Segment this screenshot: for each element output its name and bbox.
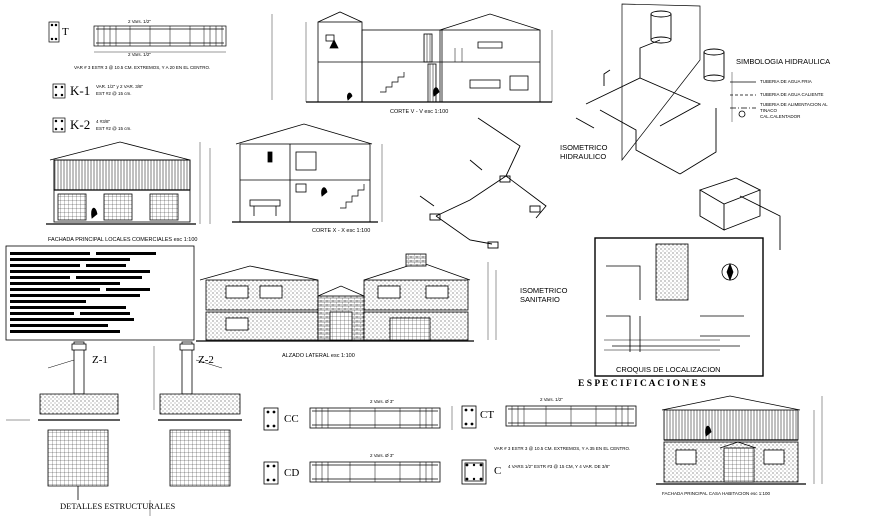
footing-z2-tag: Z-2: [198, 354, 214, 366]
k1-stirrups-note: EST #2 @ 15 cm.: [96, 91, 132, 96]
section-corte-vv: [271, 11, 553, 103]
corte-vv-caption: CORTE V - V esc 1:100: [390, 109, 449, 115]
beam-cc-detail: [263, 407, 441, 431]
isometric-sanitary-title-2: SANITARIO: [520, 295, 560, 304]
k2-column-tag: K-2: [70, 117, 91, 132]
beam-cd-detail: [263, 461, 441, 485]
column-k-details: [52, 83, 66, 133]
beam-t-detail: [48, 21, 227, 53]
corte-xx-caption: CORTE X - X esc 1:100: [312, 228, 371, 234]
facade-house: [656, 395, 823, 485]
general-notes-block: [5, 245, 195, 341]
footing-z1-tag: Z-1: [92, 354, 108, 366]
specifications-title: E S P E C I F I C A C I O N E S: [578, 379, 706, 389]
isometric-sanitary-title-1: ISOMETRICO: [520, 286, 568, 295]
k1-vars-note: VAR. 1/2" y 2 VAR. 3/8": [96, 84, 144, 89]
beam-ct-stirrups-note: VAR # 3 ESTR 3 @ 10.5 CM. EXTREMOS, Y A …: [494, 446, 631, 451]
elevation-caption: ALZADO LATERAL esc 1:100: [282, 353, 355, 359]
beam-ct-detail: [461, 405, 637, 429]
location-sketch: [594, 237, 764, 377]
isometric-tank-system: [575, 3, 781, 250]
beam-cd-tag: CD: [284, 467, 300, 479]
column-c-tag: C: [494, 465, 502, 477]
column-c-detail: [461, 459, 487, 485]
symbology-legend: [730, 72, 756, 122]
t-beam-bottom-note: 2 Vars. 1/2": [128, 52, 152, 57]
elevation-alzado-lateral: [196, 253, 497, 342]
legend-cold-water: TUBERIA DE AGUA FRIA: [760, 79, 812, 84]
beam-ct-top-note: 2 Vars. 1/2": [540, 397, 564, 402]
k1-column-tag: K-1: [70, 83, 91, 98]
structural-details-caption: DETALLES ESTRUCTURALES: [60, 501, 176, 511]
legend-hot-water: TUBERIA DE AGUA CALIENTE: [760, 92, 824, 97]
dimension-lines: [6, 406, 453, 516]
beam-cd-top-note: 2 Vars. Ø 3": [370, 453, 395, 458]
legend-tank-feed-1: TUBERIA DE ALIMENTACION AL: [760, 102, 828, 107]
isometric-hydraulic-piping: [419, 117, 547, 249]
k2-stirrups-note: EST #2 @ 15 cm.: [96, 126, 132, 131]
facade-house-caption: FACHADA PRINCIPAL CASA HABITACION esc 1:…: [662, 491, 770, 496]
symbology-title: SIMBOLOGIA HIDRAULICA: [736, 57, 831, 66]
legend-heater: CAL.CALENTADOR: [760, 114, 801, 119]
t-beam-tag: T: [62, 26, 69, 38]
column-c-note: 4 VARS 1/2" ESTR #3 @ 15 CM, Y 4 VAR. DE…: [508, 464, 610, 469]
t-beam-stirrups-note: VAR # 3 ESTR 3 @ 10.5 CM. EXTREMOS, Y A …: [74, 65, 211, 70]
beam-cc-top-note: 2 Vars. Ø 3": [370, 399, 395, 404]
isometric-hydraulic-title-2: HIDRAULICO: [560, 152, 607, 161]
legend-tank-feed-2: TINACO: [760, 108, 778, 113]
beam-cc-tag: CC: [284, 413, 299, 425]
beam-ct-tag: CT: [480, 409, 495, 421]
k2-vars-note: 4 #3/8": [96, 119, 111, 124]
facade-commercial-caption: FACHADA PRINCIPAL LOCALES COMERCIALES es…: [48, 237, 198, 243]
section-corte-xx: [232, 123, 383, 223]
footing-details: [38, 341, 242, 500]
isometric-hydraulic-title-1: ISOMETRICO: [560, 143, 608, 152]
t-beam-top-note: 2 Vars. 1/2": [128, 19, 152, 24]
location-sketch-caption: CROQUIS DE LOCALIZACION: [616, 365, 721, 374]
facade-commercial: [46, 141, 211, 225]
